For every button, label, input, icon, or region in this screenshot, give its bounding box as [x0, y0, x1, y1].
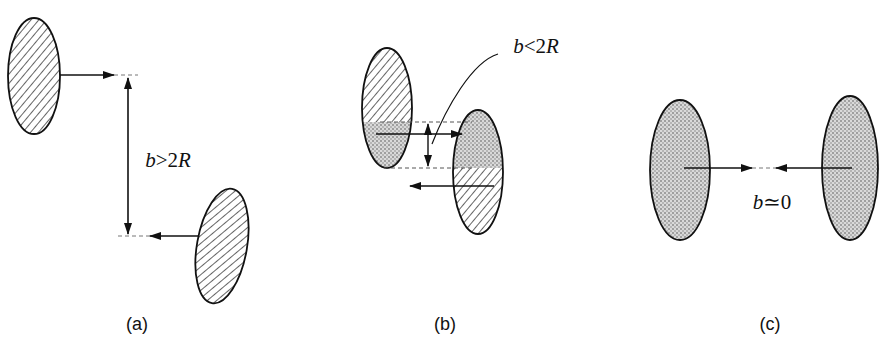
velocity-arrow: [60, 74, 114, 76]
overlap-dash: [380, 122, 472, 123]
label-glyph: ): [775, 314, 781, 334]
participant-region: [453, 110, 503, 168]
panel-c: [650, 96, 878, 240]
axis-dash: [114, 75, 138, 76]
nucleus: [453, 110, 503, 234]
impact-parameter-label: b≃0: [751, 190, 794, 214]
label-glyph: ≃: [763, 190, 781, 214]
label-glyph: a: [132, 314, 142, 334]
impact-parameter-arrow: [427, 124, 428, 166]
label-glyph: 2: [536, 34, 547, 58]
label-glyph: 0: [781, 190, 792, 214]
impact-parameter-label: b<2R: [511, 34, 561, 58]
label-glyph: 2: [168, 148, 179, 172]
panel-b: [362, 48, 503, 234]
participant-region: [362, 122, 412, 168]
label-glyph: R: [546, 34, 559, 58]
velocity-arrow: [684, 167, 752, 169]
label-glyph: R: [178, 148, 191, 172]
label-glyph: ): [142, 314, 148, 334]
label-glyph: b: [145, 148, 156, 172]
label-glyph: (: [126, 314, 132, 334]
panel-label: (c): [758, 314, 783, 335]
impact-parameter-arrow: [127, 78, 129, 234]
panel-a: [8, 18, 257, 307]
axis-dash: [752, 168, 776, 169]
velocity-arrow: [776, 167, 852, 169]
velocity-arrow: [376, 133, 462, 135]
leader-line: [432, 54, 498, 144]
nucleus: [8, 18, 60, 134]
label-glyph: (: [434, 314, 440, 334]
label-glyph: (: [760, 314, 766, 334]
label-glyph: b: [440, 314, 450, 334]
velocity-arrow: [150, 235, 198, 237]
label-glyph: >: [156, 148, 168, 172]
nucleus: [362, 48, 412, 168]
nucleus: [187, 185, 256, 308]
panel-label: (a): [124, 314, 150, 335]
label-glyph: b: [513, 34, 524, 58]
axis-dash: [118, 236, 152, 237]
nucleus: [650, 100, 710, 240]
label-glyph: c: [766, 314, 775, 334]
label-glyph: ): [450, 314, 456, 334]
overlap-dash: [384, 168, 474, 169]
spectator-region: [453, 168, 503, 234]
label-glyph: b: [753, 190, 764, 214]
label-glyph: <: [524, 34, 536, 58]
impact-parameter-label: b>2R: [143, 148, 193, 172]
velocity-arrow: [410, 185, 494, 187]
panel-label: (b): [432, 314, 458, 335]
spectator-region: [362, 48, 412, 122]
